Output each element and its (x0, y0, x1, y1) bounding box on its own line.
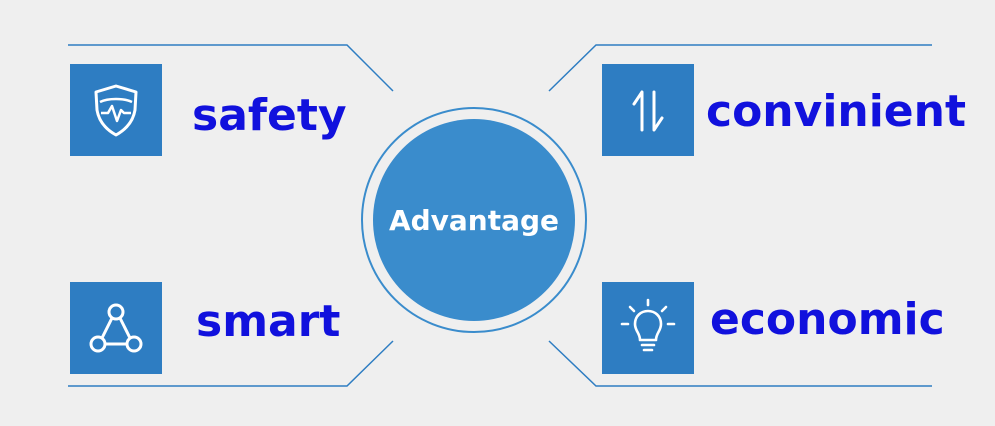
up-down-arrows-icon (632, 90, 664, 132)
safety-label: safety (192, 90, 347, 141)
triangle-nodes-icon (89, 303, 143, 353)
connector-top-right (548, 44, 932, 92)
connector-bottom-left (68, 340, 394, 387)
connector-bottom-right (548, 340, 932, 387)
shield-heartbeat-icon (94, 84, 138, 137)
safety-icon-box (70, 64, 162, 156)
smart-label: smart (196, 296, 341, 347)
center-label: Advantage (388, 203, 560, 237)
connector-top-left (68, 44, 394, 92)
center-ring (361, 107, 587, 333)
convenient-icon-box (602, 64, 694, 156)
light-bulb-icon (620, 298, 676, 352)
economic-label: economic (710, 294, 945, 345)
economic-icon-box (602, 282, 694, 374)
center-circle: Advantage (373, 119, 575, 321)
smart-icon-box (70, 282, 162, 374)
convenient-label: convinient (706, 86, 967, 137)
